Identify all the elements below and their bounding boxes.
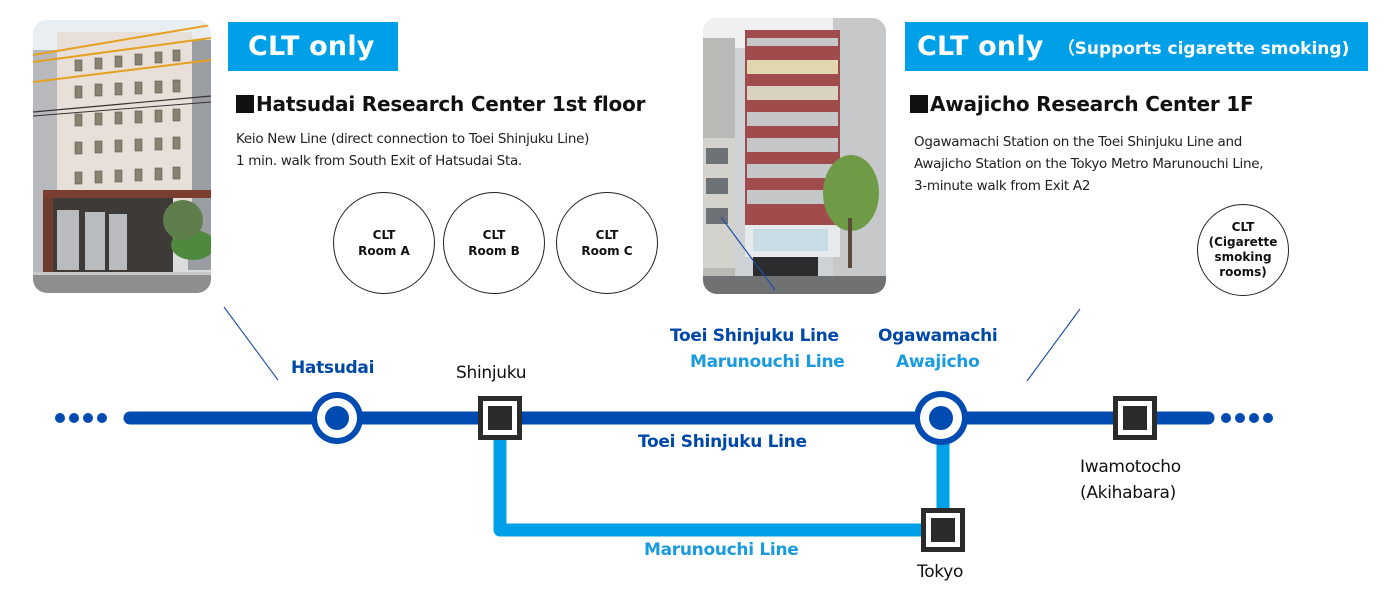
clt-room-c: CLT Room C — [556, 192, 658, 294]
hatsudai-station-marker[interactable] — [311, 392, 363, 444]
awajicho-description: Ogawamachi Station on the Toei Shinjuku … — [914, 131, 1264, 197]
marunouchi-line-top-label: Marunouchi Line — [690, 352, 845, 372]
hatsudai-heading: Hatsudai Research Center 1st floor — [236, 92, 645, 116]
toei-shinjuku-line-label: Toei Shinjuku Line — [638, 432, 807, 452]
awajicho-station-label: Awajicho — [896, 352, 980, 372]
clt-only-banner-hatsudai: CLT only — [228, 22, 398, 71]
awajicho-description-line: Ogawamachi Station on the Toei Shinjuku … — [914, 134, 1243, 150]
clt-cigarette-smoking-room: CLT (Cigarette smoking rooms) — [1197, 204, 1289, 296]
hatsudai-heading-text: Hatsudai Research Center 1st floor — [256, 92, 646, 116]
iwamotocho-station-label: Iwamotocho (Akihabara) — [1080, 454, 1181, 506]
hatsudai-station-label: Hatsudai — [291, 358, 375, 378]
awajicho-connector-line — [1026, 308, 1081, 382]
line-continues-right-dots — [1221, 413, 1273, 423]
tokyo-station-label: Tokyo — [917, 562, 964, 582]
awajicho-description-line: Awajicho Station on the Tokyo Metro Maru… — [914, 156, 1264, 172]
clt-room-a: CLT Room A — [333, 192, 435, 294]
room-label-line: CLT — [1231, 220, 1255, 234]
awajicho-heading: Awajicho Research Center 1F — [910, 92, 1254, 116]
room-label-line: (Cigarette — [1208, 235, 1278, 249]
awajicho-building-photo — [703, 18, 886, 294]
hatsudai-building-photo — [33, 20, 211, 293]
tokyo-station-marker[interactable] — [921, 508, 965, 552]
square-bullet-icon — [910, 95, 928, 113]
hatsudai-description-line: Keio New Line (direct connection to Toei… — [236, 131, 590, 147]
room-label-line: Room A — [358, 244, 410, 258]
banner-title: CLT only — [248, 31, 375, 62]
ogawamachi-station-label: Ogawamachi — [878, 326, 998, 346]
toei-shinjuku-line-top-label: Toei Shinjuku Line — [670, 326, 839, 346]
room-label-line: smoking — [1214, 250, 1272, 264]
hatsudai-description-line: 1 min. walk from South Exit of Hatsudai … — [236, 153, 522, 169]
shinjuku-station-label: Shinjuku — [456, 363, 527, 383]
iwamotocho-station-marker[interactable] — [1113, 396, 1157, 440]
clt-room-b: CLT Room B — [443, 192, 545, 294]
room-label-line: CLT — [372, 228, 396, 242]
banner-subtitle: （Supports cigarette smoking) — [1057, 39, 1350, 59]
square-bullet-icon — [236, 95, 254, 113]
akihabara-name: (Akihabara) — [1080, 483, 1176, 503]
awajicho-heading-text: Awajicho Research Center 1F — [930, 92, 1254, 116]
shinjuku-station-marker[interactable] — [478, 396, 522, 440]
clt-only-banner-awajicho: CLT only （Supports cigarette smoking) — [905, 22, 1368, 71]
room-label-line: Room B — [468, 244, 520, 258]
awajicho-description-line: 3-minute walk from Exit A2 — [914, 178, 1091, 194]
hatsudai-connector-line — [223, 306, 279, 381]
line-continues-left-dots — [55, 413, 107, 423]
ogawamachi-awajicho-station-marker[interactable] — [914, 391, 968, 445]
marunouchi-line-label: Marunouchi Line — [644, 540, 799, 560]
room-label-line: CLT — [595, 228, 619, 242]
room-label-line: Room C — [581, 244, 633, 258]
banner-title: CLT only — [917, 31, 1044, 62]
hatsudai-description: Keio New Line (direct connection to Toei… — [236, 128, 589, 172]
iwamotocho-name: Iwamotocho — [1080, 457, 1181, 477]
room-label-line: rooms) — [1219, 265, 1267, 279]
room-label-line: CLT — [482, 228, 506, 242]
marunouchi-line-track — [493, 430, 943, 537]
